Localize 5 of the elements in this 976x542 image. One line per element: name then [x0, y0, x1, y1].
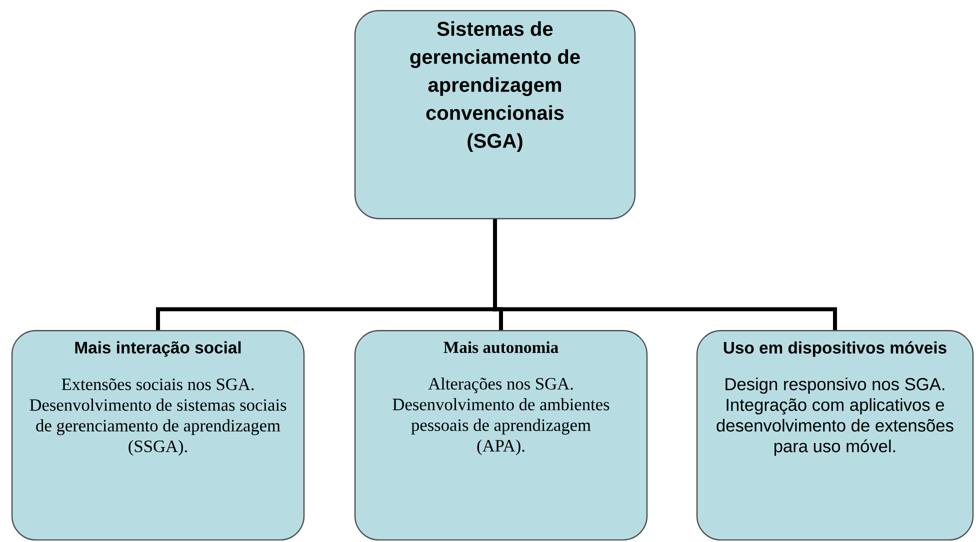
category-box: Uso em dispositivos móveis Design responsivo nos SGA. Integração com aplicativos e desenvolvimento de extensões para uso móvel. [696, 330, 974, 541]
connector-line [493, 219, 837, 330]
root-box: Sistemas de gerenciamento de aprendizagem convencionais (SGA) [354, 10, 636, 220]
category-box: Mais interação social Extensões sociais nos SGA. Desenvolvimento de sistemas sociais de gerenciamento de aprendizagem (SSGA). [11, 330, 305, 541]
category-box: Mais autonomia Alterações nos SGA. Desenvolvimento de ambientes pessoais de aprendizagem (APA). [354, 330, 648, 541]
